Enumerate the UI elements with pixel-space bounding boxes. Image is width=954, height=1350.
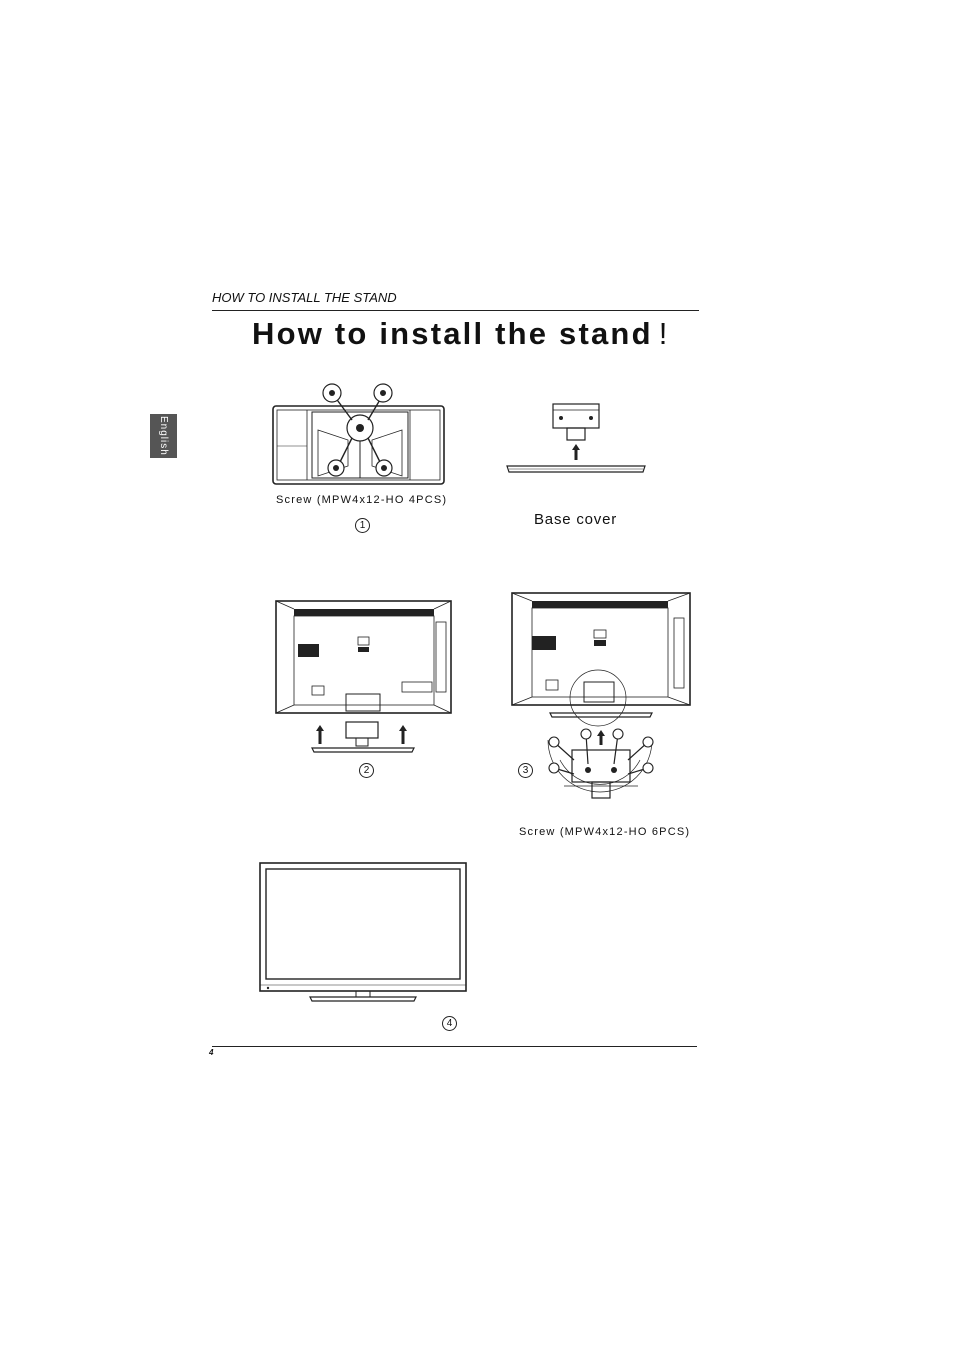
step1-illustration bbox=[272, 383, 445, 485]
step3-caption: Screw (MPW4x12-HO 6PCS) bbox=[519, 826, 691, 838]
step1-number: 1 bbox=[355, 518, 370, 533]
step1-caption: Screw (MPW4x12-HO 4PCS) bbox=[276, 494, 448, 506]
page-title-text: How to install the stand bbox=[252, 316, 653, 351]
page-title: How to install the stand! bbox=[252, 316, 670, 352]
footer-divider bbox=[212, 1046, 697, 1047]
section-header: HOW TO INSTALL THE STAND bbox=[212, 290, 397, 305]
step3-illustration bbox=[511, 592, 691, 799]
base-cover-illustration bbox=[506, 403, 646, 473]
header-divider bbox=[212, 310, 699, 311]
step3-number: 3 bbox=[518, 763, 533, 778]
language-tab: English bbox=[150, 414, 177, 458]
step4-number: 4 bbox=[442, 1016, 457, 1031]
base-cover-label: Base cover bbox=[534, 511, 618, 528]
step2-number: 2 bbox=[359, 763, 374, 778]
language-tab-label: English bbox=[158, 416, 169, 456]
step2-illustration bbox=[275, 600, 452, 753]
page-title-suffix: ! bbox=[658, 316, 670, 351]
step4-illustration bbox=[259, 862, 467, 1002]
page-number: 4 bbox=[209, 1048, 214, 1057]
